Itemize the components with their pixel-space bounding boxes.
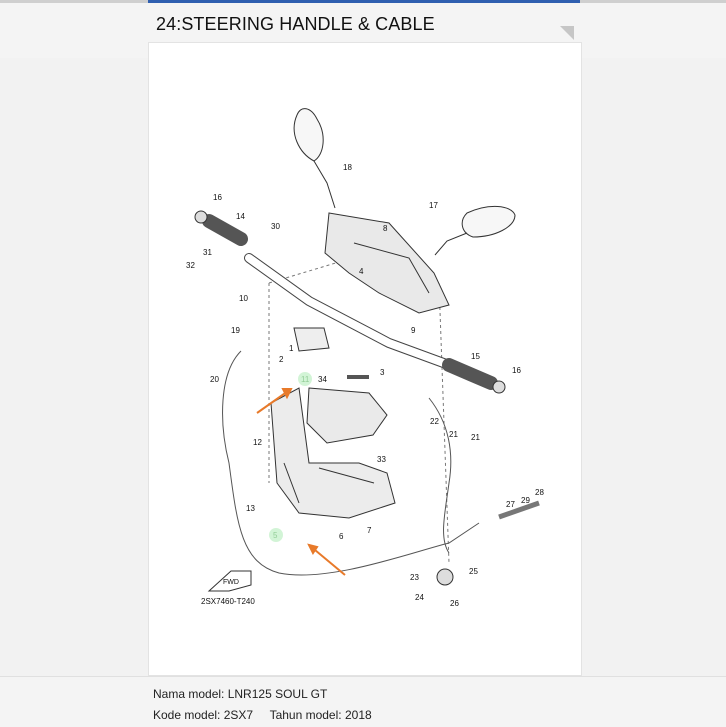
model-name-label: Nama model (153, 687, 222, 701)
part-label-16b: 16 (512, 366, 521, 375)
part-label-21b: 21 (471, 433, 480, 442)
part-label-18: 18 (343, 163, 352, 172)
model-info: Nama model: LNR125 SOUL GT Kode model: 2… (0, 676, 726, 727)
part-label-34: 34 (318, 375, 327, 384)
part-label-25: 25 (469, 567, 478, 576)
scroll-corner-indicator (560, 26, 574, 40)
model-name-row: Nama model: LNR125 SOUL GT (153, 687, 328, 701)
part-label-6: 6 (339, 532, 344, 541)
model-code-value: 2SX7 (223, 708, 254, 722)
part-label-13: 13 (246, 504, 255, 513)
part-label-24: 24 (415, 593, 424, 602)
part-label-22: 22 (430, 417, 439, 426)
part-label-32: 32 (186, 261, 195, 270)
part-label-19: 19 (231, 326, 240, 335)
part-label-12: 12 (253, 438, 262, 447)
part-label-9: 9 (411, 326, 416, 335)
diagram-code: 2SX7460-T240 (201, 597, 255, 606)
mirror-left (293, 108, 324, 162)
part-label-21: 21 (449, 430, 458, 439)
part-label-20: 20 (210, 375, 219, 384)
grip-left (202, 214, 248, 246)
part-label-4: 4 (359, 267, 364, 276)
part-label-7: 7 (367, 526, 372, 535)
part-label-33: 33 (377, 455, 386, 464)
part-labels: 16 14 18 17 30 8 32 31 10 9 1 19 20 15 1… (186, 163, 544, 608)
model-code-label: Kode model (153, 708, 218, 722)
diagram-panel[interactable]: 16 14 18 17 30 8 32 31 10 9 1 19 20 15 1… (148, 42, 582, 676)
fwd-marker: FWD (207, 570, 252, 592)
part-label-16: 16 (213, 193, 222, 202)
part-label-23: 23 (410, 573, 419, 582)
year-label: Tahun model (269, 708, 339, 722)
highlight-part-11 (298, 372, 312, 386)
page-title: 24:STEERING HANDLE & CABLE (156, 14, 435, 34)
upper-cover (324, 212, 450, 314)
part-label-2: 2 (279, 355, 284, 364)
parts-diagram: 16 14 18 17 30 8 32 31 10 9 1 19 20 15 1… (186, 108, 544, 608)
model-code-row: Kode model: 2SX7 Tahun model: 2018 (153, 708, 372, 722)
highlight-part-5 (269, 528, 283, 542)
part-label-17: 17 (429, 201, 438, 210)
year-value: 2018 (344, 708, 372, 722)
title-bar-accent (148, 0, 580, 3)
lower-cover (270, 387, 396, 519)
part-label-27: 27 (506, 500, 515, 509)
grip-right (442, 358, 498, 390)
part-label-10: 10 (239, 294, 248, 303)
part-label-1: 1 (289, 344, 294, 353)
part-label-15: 15 (471, 352, 480, 361)
lever-right (498, 500, 540, 520)
handle-clamp (293, 327, 330, 352)
brake-cable-right (428, 397, 452, 554)
brake-cable-left (222, 350, 480, 576)
part-label-8: 8 (383, 224, 388, 233)
part-label-28: 28 (535, 488, 544, 497)
part-label-31: 31 (203, 248, 212, 257)
part-label-30: 30 (271, 222, 280, 231)
front-cover (306, 387, 388, 444)
svg-text:FWD: FWD (223, 579, 239, 586)
part-label-29: 29 (521, 496, 530, 505)
model-name-value: LNR125 SOUL GT (227, 687, 328, 701)
mirror-right (461, 206, 516, 238)
part-label-3: 3 (380, 368, 385, 377)
part-label-14: 14 (236, 212, 245, 221)
part-label-26: 26 (450, 599, 459, 608)
